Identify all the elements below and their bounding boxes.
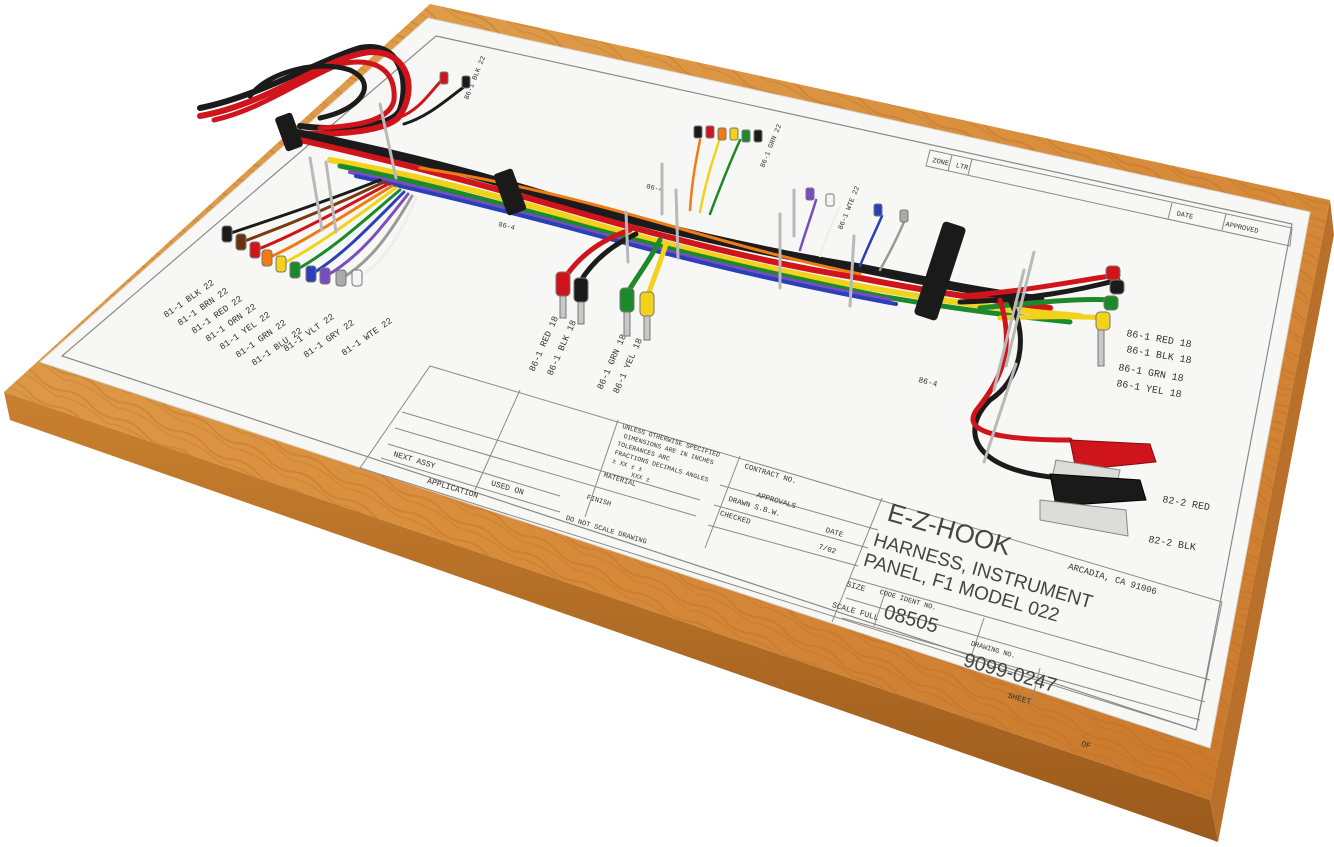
- center-terminal-clips: [555, 271, 655, 341]
- label-86-4-b: 86-4: [645, 183, 663, 195]
- title-block-lines: [359, 365, 1223, 731]
- board-front-edge: [4, 392, 1218, 842]
- alligator-clip-black: [1039, 473, 1147, 537]
- label-86-4-a: 86-4: [497, 221, 515, 233]
- rev-zone: ZONE: [931, 157, 949, 168]
- board-pins: [308, 102, 1036, 464]
- top-terminal-clips: [439, 71, 909, 223]
- revision-block: [925, 149, 1293, 247]
- rev-date: DATE: [1176, 210, 1194, 221]
- of-label: OF: [1080, 740, 1092, 751]
- rev-ltr: LTR: [955, 162, 970, 173]
- right-terminal-clips: [1095, 265, 1125, 367]
- harness-clamps: [275, 112, 966, 321]
- board-right-edge: [1210, 200, 1334, 842]
- left-terminal-clips: [221, 225, 363, 287]
